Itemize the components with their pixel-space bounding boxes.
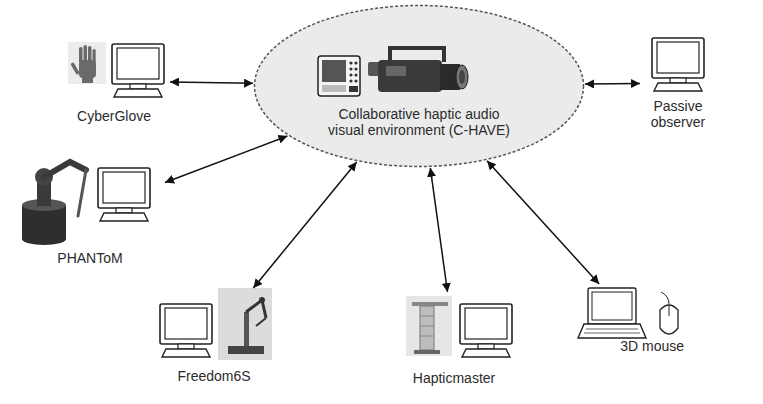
phantom-picture [22, 162, 86, 245]
client-station: CyberGlove [58, 38, 170, 124]
link-arrow [430, 168, 447, 292]
node-label: PHANToM [15, 250, 165, 266]
client-station: 3D mouse [574, 284, 688, 354]
link-arrow [487, 161, 599, 284]
tv-icon [318, 56, 360, 96]
client-station: Freedom6S [152, 288, 276, 384]
node-label: CyberGlove [58, 108, 170, 124]
node-label: Hapticmaster [392, 370, 516, 386]
monitor-icon [160, 304, 212, 357]
monitor-icon [652, 38, 704, 91]
node-label: Passive observer [640, 98, 716, 130]
laptop-icon [578, 288, 646, 338]
monitor-icon [98, 168, 150, 221]
freedom6s-picture [218, 288, 272, 360]
link-arrow [585, 83, 640, 85]
node-label: 3D mouse [574, 338, 684, 354]
ellipse-outline [253, 4, 585, 168]
node-label: Freedom6S [152, 368, 276, 384]
client-station: Passive observer [640, 36, 716, 130]
mouse-icon [660, 292, 678, 334]
link-arrow [170, 82, 253, 83]
hapticmaster-picture [406, 296, 452, 356]
glove-picture [68, 42, 106, 84]
client-station: PHANToM [15, 156, 165, 266]
environment-ellipse: Collaborative haptic audio visual enviro… [253, 4, 585, 168]
link-arrow [165, 136, 287, 183]
link-arrow [253, 162, 356, 288]
client-station: Hapticmaster [392, 292, 516, 386]
monitor-icon [460, 304, 512, 357]
node-label: Collaborative haptic audio visual enviro… [319, 106, 519, 138]
monitor-icon [112, 44, 164, 97]
